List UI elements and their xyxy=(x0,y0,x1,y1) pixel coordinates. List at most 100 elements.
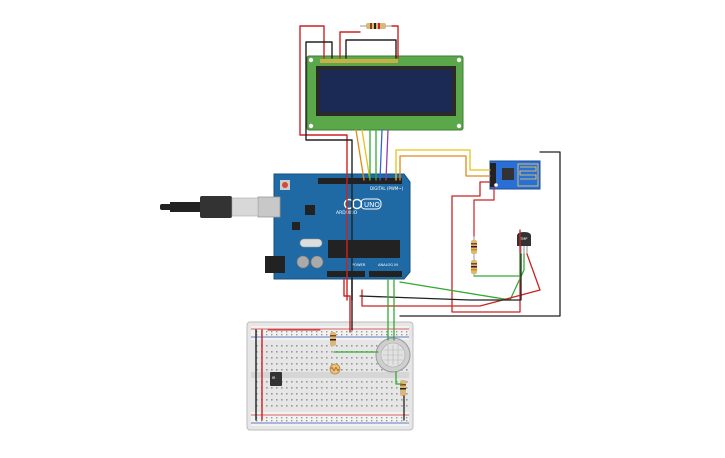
gas-sensor[interactable] xyxy=(375,337,411,373)
ir-sensor[interactable]: IR xyxy=(270,372,282,386)
breadboard-hole xyxy=(366,393,368,395)
breadboard-rail-hole xyxy=(301,331,303,333)
breadboard-rail-hole xyxy=(346,334,348,336)
breadboard-rail-hole xyxy=(336,417,338,419)
breadboard-hole xyxy=(341,381,343,383)
temperature-sensor[interactable]: TMP xyxy=(517,232,531,254)
breadboard-hole xyxy=(356,405,358,407)
breadboard-hole xyxy=(341,345,343,347)
analog-header xyxy=(369,271,402,277)
breadboard-hole xyxy=(336,345,338,347)
breadboard-rail-hole xyxy=(301,417,303,419)
breadboard-hole xyxy=(266,363,268,365)
breadboard-rail-hole xyxy=(291,334,293,336)
wires xyxy=(255,25,561,421)
breadboard-hole xyxy=(361,369,363,371)
breadboard-hole xyxy=(386,405,388,407)
breadboard-hole xyxy=(316,405,318,407)
breadboard-hole xyxy=(341,405,343,407)
breadboard-rail-hole xyxy=(376,417,378,419)
resistor-divider-2[interactable] xyxy=(471,258,477,276)
ir-label: IR xyxy=(272,376,276,380)
breadboard-rail-hole xyxy=(406,331,408,333)
breadboard-hole xyxy=(286,381,288,383)
breadboard-hole xyxy=(266,351,268,353)
breadboard-rail-hole xyxy=(296,331,298,333)
breadboard-hole xyxy=(366,405,368,407)
breadboard-hole xyxy=(276,351,278,353)
breadboard-rail-hole xyxy=(276,334,278,336)
resistor-breadboard-1[interactable] xyxy=(330,332,336,346)
breadboard-hole xyxy=(356,369,358,371)
breadboard-hole xyxy=(356,387,358,389)
breadboard-rail-hole xyxy=(386,331,388,333)
breadboard-hole xyxy=(366,357,368,359)
breadboard-hole xyxy=(281,387,283,389)
breadboard-hole xyxy=(351,393,353,395)
breadboard-hole xyxy=(266,369,268,371)
breadboard-hole xyxy=(381,393,383,395)
resistor-breadboard-2[interactable] xyxy=(400,380,406,396)
breadboard-rail-hole xyxy=(281,417,283,419)
breadboard-hole xyxy=(331,357,333,359)
breadboard-hole xyxy=(266,387,268,389)
breadboard-hole xyxy=(346,405,348,407)
breadboard-rail-hole xyxy=(336,331,338,333)
breadboard-hole xyxy=(281,363,283,365)
breadboard-hole xyxy=(291,405,293,407)
arduino-uno-board[interactable]: UNO ARDUINO DIGITAL (PWM~) POWER ANALOG … xyxy=(257,173,411,280)
breadboard-hole xyxy=(256,345,258,347)
digital-pins-label: DIGITAL (PWM~) xyxy=(370,186,404,191)
breadboard-hole xyxy=(361,393,363,395)
breadboard-rail-hole xyxy=(321,334,323,336)
reset-button[interactable] xyxy=(282,182,288,188)
breadboard-rail-hole xyxy=(381,331,383,333)
breadboard-hole xyxy=(256,393,258,395)
breadboard-hole xyxy=(336,357,338,359)
breadboard-hole xyxy=(311,351,313,353)
esp8266-wifi-module[interactable] xyxy=(489,160,541,190)
lcd-16x2-display[interactable] xyxy=(306,55,464,131)
breadboard-hole xyxy=(301,351,303,353)
breadboard-hole xyxy=(321,351,323,353)
breadboard-rail-hole xyxy=(351,331,353,333)
breadboard-hole xyxy=(266,399,268,401)
breadboard-hole xyxy=(356,393,358,395)
breadboard-hole xyxy=(296,381,298,383)
breadboard-hole xyxy=(256,357,258,359)
breadboard-rail-hole xyxy=(321,420,323,422)
breadboard-rail-hole xyxy=(296,334,298,336)
breadboard-hole xyxy=(346,393,348,395)
breadboard-hole xyxy=(311,363,313,365)
breadboard-rail-hole xyxy=(266,417,268,419)
breadboard-rail-hole xyxy=(371,420,373,422)
breadboard-hole xyxy=(396,387,398,389)
breadboard-hole xyxy=(406,369,408,371)
breadboard-hole xyxy=(391,405,393,407)
breadboard-rail-hole xyxy=(306,334,308,336)
breadboard-hole xyxy=(386,393,388,395)
resistor-lcd-backlight[interactable] xyxy=(360,23,392,29)
power-header xyxy=(327,271,365,277)
breadboard-rail-hole xyxy=(361,334,363,336)
resistor-divider-1[interactable] xyxy=(471,236,477,258)
breadboard-rail-hole xyxy=(271,417,273,419)
breadboard-hole xyxy=(361,387,363,389)
breadboard-hole xyxy=(271,399,273,401)
breadboard-hole xyxy=(366,345,368,347)
breadboard-rail-hole xyxy=(391,417,393,419)
breadboard-hole xyxy=(366,381,368,383)
breadboard-hole xyxy=(361,381,363,383)
breadboard-hole xyxy=(371,381,373,383)
breadboard-hole xyxy=(376,381,378,383)
breadboard-hole xyxy=(296,357,298,359)
atmega-chip xyxy=(328,240,400,258)
photoresistor[interactable] xyxy=(329,363,341,375)
breadboard-rail-hole xyxy=(341,420,343,422)
breadboard-hole xyxy=(286,393,288,395)
breadboard-rail-hole xyxy=(341,417,343,419)
breadboard-rail-hole xyxy=(356,417,358,419)
breadboard-hole xyxy=(396,405,398,407)
breadboard-hole xyxy=(351,345,353,347)
